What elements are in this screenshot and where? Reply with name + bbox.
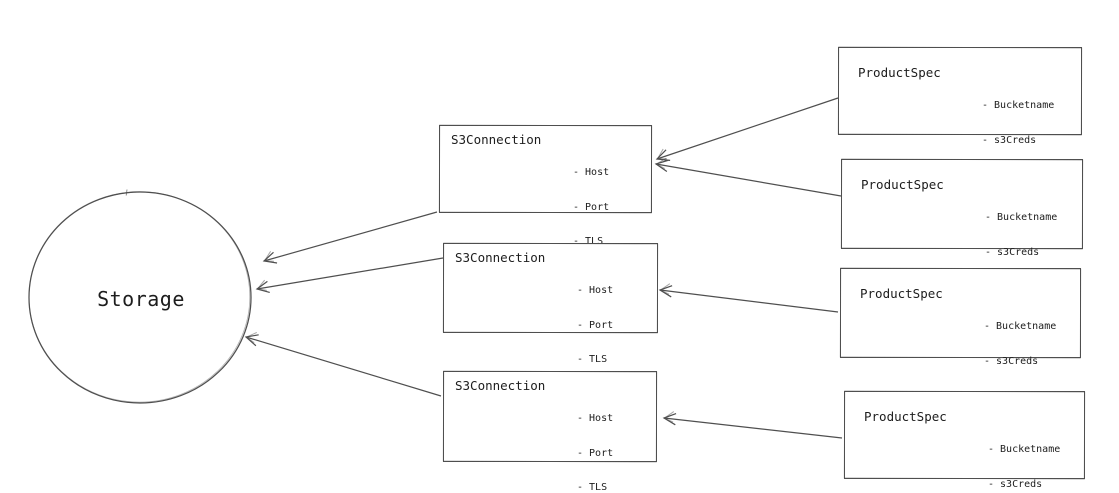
storage-circle-sketch-tick	[125, 189, 128, 196]
arrow-s3connection-2-to-storage	[255, 257, 444, 294]
productspec-node-3-title: ProductSpec	[860, 286, 943, 301]
attr-tls: - TLS	[577, 354, 608, 365]
s3connection-node-3: S3Connection - Host - Port - TLS	[443, 371, 657, 493]
s3connection-node-1-attrs: - Host - Port - TLS	[573, 144, 609, 271]
arrow-s3connection-3-to-storage	[244, 331, 442, 397]
attr-tls: - TLS	[577, 482, 608, 493]
arrow-productspec-3-to-s3connection-2	[658, 283, 839, 313]
s3connection-node-1-title: S3Connection	[451, 132, 542, 147]
productspec-node-1-title: ProductSpec	[858, 65, 941, 80]
arrow-s3connection-1-to-storage	[262, 211, 438, 264]
productspec-node-2: ProductSpec - Bucketname - s3Creds	[841, 159, 1083, 258]
s3connection-node-3-attrs: - Host - Port - TLS	[577, 390, 613, 493]
attr-host: - Host	[577, 413, 614, 424]
attr-bucketname: - Bucketname	[984, 321, 1057, 332]
attr-s3creds: - s3Creds	[985, 246, 1040, 258]
attr-s3creds: - s3Creds	[984, 355, 1039, 367]
attr-s3creds: - s3Creds	[988, 478, 1043, 490]
s3connection-node-2-attrs: - Host - Port - TLS	[577, 262, 613, 389]
storage-node-circle-overstroke	[28, 191, 251, 403]
attr-bucketname: - Bucketname	[982, 100, 1055, 111]
arrow-productspec-4-to-s3connection-3	[662, 411, 843, 439]
attr-host: - Host	[573, 167, 610, 178]
attr-port: - Port	[577, 319, 614, 331]
storage-node-circle	[28, 191, 252, 404]
attr-bucketname: - Bucketname	[985, 212, 1058, 223]
attr-s3creds: - s3Creds	[982, 134, 1037, 146]
s3connection-node-1: S3Connection - Host - Port - TLS	[439, 125, 652, 247]
s3connection-node-3-title: S3Connection	[455, 378, 546, 393]
s3connection-node-2: S3Connection - Host - Port - TLS	[443, 243, 658, 365]
productspec-node-2-title: ProductSpec	[861, 177, 944, 192]
attr-bucketname: - Bucketname	[988, 444, 1061, 455]
productspec-node-3: ProductSpec - Bucketname - s3Creds	[840, 268, 1081, 367]
storage-circle-sketch-overlap	[94, 191, 138, 202]
productspec-node-1-attrs: - Bucketname - s3Creds	[982, 77, 1054, 169]
productspec-node-3-attrs: - Bucketname - s3Creds	[984, 298, 1056, 390]
attr-port: - Port	[577, 447, 614, 459]
productspec-node-4-attrs: - Bucketname - s3Creds	[988, 421, 1060, 493]
attr-host: - Host	[577, 285, 614, 296]
productspec-node-1: ProductSpec - Bucketname - s3Creds	[838, 47, 1082, 146]
attr-tls: - TLS	[573, 236, 604, 247]
s3connection-node-2-title: S3Connection	[455, 250, 546, 265]
arrow-productspec-1-to-s3connection-1	[655, 97, 839, 161]
arrow-productspec-2-to-s3connection-1	[654, 157, 842, 197]
storage-node-label: Storage	[97, 287, 185, 311]
productspec-node-4-title: ProductSpec	[864, 409, 947, 424]
productspec-node-2-attrs: - Bucketname - s3Creds	[985, 189, 1057, 281]
productspec-node-4: ProductSpec - Bucketname - s3Creds	[844, 391, 1085, 490]
attr-port: - Port	[573, 201, 610, 213]
